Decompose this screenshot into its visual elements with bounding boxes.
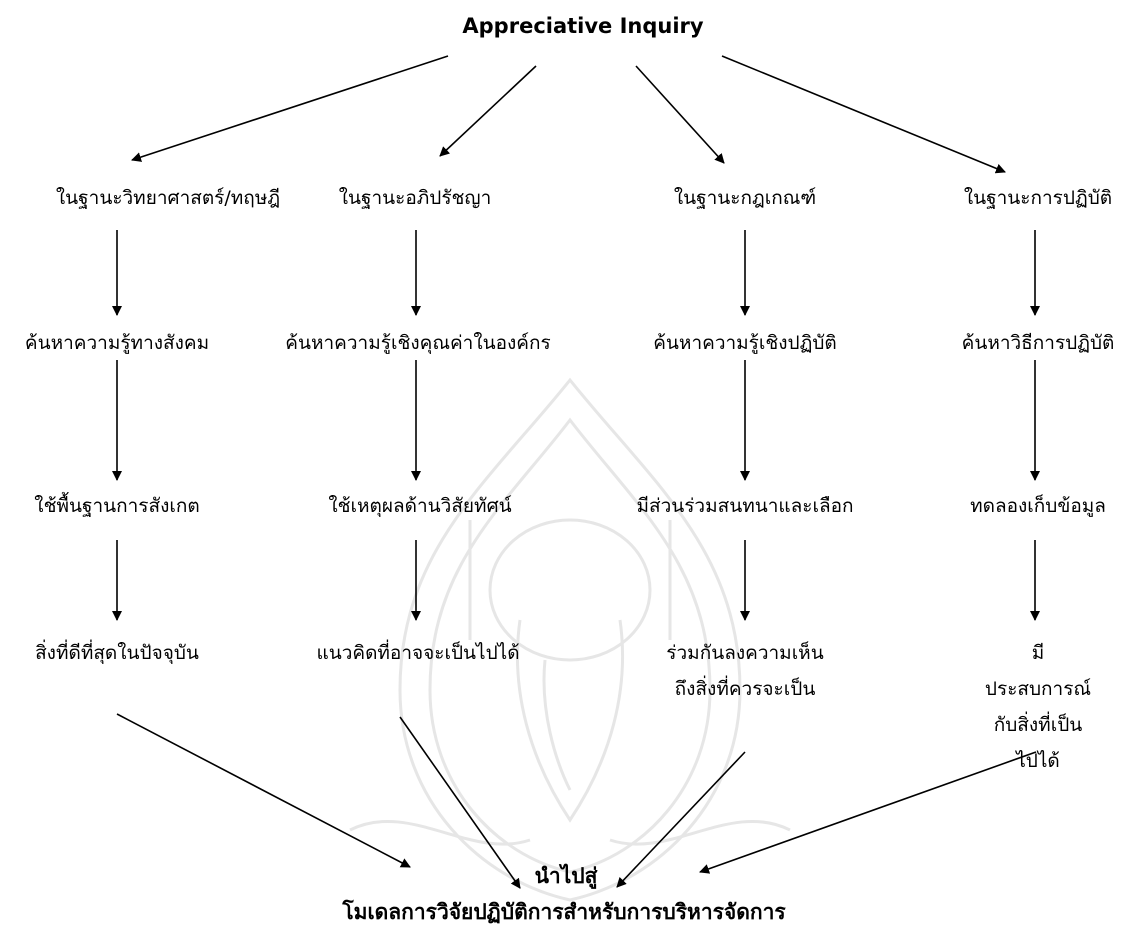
arrow-root-col2	[439, 65, 537, 157]
col2-step4: แนวคิดที่อาจจะเป็นไปได้	[316, 642, 520, 664]
root-node: Appreciative Inquiry	[462, 14, 704, 38]
arrow-c1-outcome	[116, 713, 411, 868]
col4-step3: ทดลองเก็บข้อมูล	[970, 495, 1106, 517]
col4-step1: ในฐานะการปฏิบัติ	[963, 187, 1113, 209]
col2-step3: ใช้เหตุผลด้านวิสัยทัศน์	[328, 495, 512, 517]
arrow-root-col1	[131, 55, 449, 162]
col3-step1: ในฐานะกฎเกณฑ์	[673, 187, 817, 209]
col3-step4: ร่วมกันลงความเห็น ถึงสิ่งที่ควรจะเป็น	[666, 642, 824, 700]
col1-step2: ค้นหาความรู้ทางสังคม	[24, 332, 210, 354]
arrow-c3-outcome	[616, 751, 746, 888]
col1-step1: ในฐานะวิทยาศาสตร์/ทฤษฎี	[55, 187, 281, 209]
col3-step3: มีส่วนร่วมสนทนาและเลือก	[636, 495, 854, 517]
arrow-root-col4	[721, 55, 1006, 174]
col1-step4: สิ่งที่ดีที่สุดในปัจจุบัน	[35, 642, 199, 664]
arrow-c2-outcome	[399, 716, 521, 889]
university-seal-watermark	[349, 377, 791, 902]
arrow-root-col3	[635, 65, 725, 164]
col4-step2: ค้นหาวิธีการปฏิบัติ	[961, 332, 1115, 354]
outcome-lead: นำไปสู่	[534, 864, 598, 888]
col3-step2: ค้นหาความรู้เชิงปฏิบัติ	[653, 332, 837, 354]
col4-step4: มีประสบการณ์ กับสิ่งที่เป็นไปได้	[984, 642, 1092, 772]
col1-step3: ใช้พื้นฐานการสังเกต	[34, 495, 200, 517]
col2-step2: ค้นหาความรู้เชิงคุณค่าในองค์กร	[285, 332, 551, 354]
arrow-c4-outcome	[699, 751, 1037, 874]
col2-step1: ในฐานะอภิปรัชญา	[338, 187, 492, 209]
outcome-node: โมเดลการวิจัยปฏิบัติการสำหรับการบริหารจั…	[342, 900, 786, 924]
